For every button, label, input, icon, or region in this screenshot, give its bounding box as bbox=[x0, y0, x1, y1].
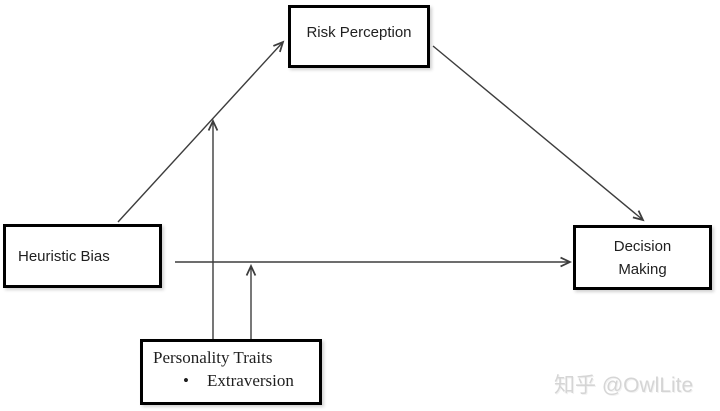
node-heuristic-bias-label: Heuristic Bias bbox=[18, 247, 110, 265]
node-heuristic-bias: Heuristic Bias bbox=[3, 224, 162, 288]
node-personality-traits-title: Personality Traits bbox=[153, 348, 273, 367]
personality-traits-bullet-label: Extraversion bbox=[207, 371, 294, 390]
node-risk-perception-label: Risk Perception bbox=[306, 24, 412, 41]
node-personality-traits: Personality Traits • Extraversion bbox=[140, 339, 322, 405]
node-decision-making-label: Decision Making bbox=[613, 237, 672, 278]
watermark: 知乎 @OwlLite bbox=[554, 374, 694, 397]
node-decision-making: Decision Making bbox=[573, 225, 712, 290]
bullet-icon: • bbox=[183, 371, 189, 390]
node-risk-perception: Risk Perception bbox=[288, 5, 430, 68]
edge-heuristic-bias-to-risk-perception bbox=[117, 42, 283, 223]
personality-traits-bullet-line: • Extraversion bbox=[153, 369, 319, 392]
edge-risk-perception-to-decision-making bbox=[432, 45, 643, 220]
